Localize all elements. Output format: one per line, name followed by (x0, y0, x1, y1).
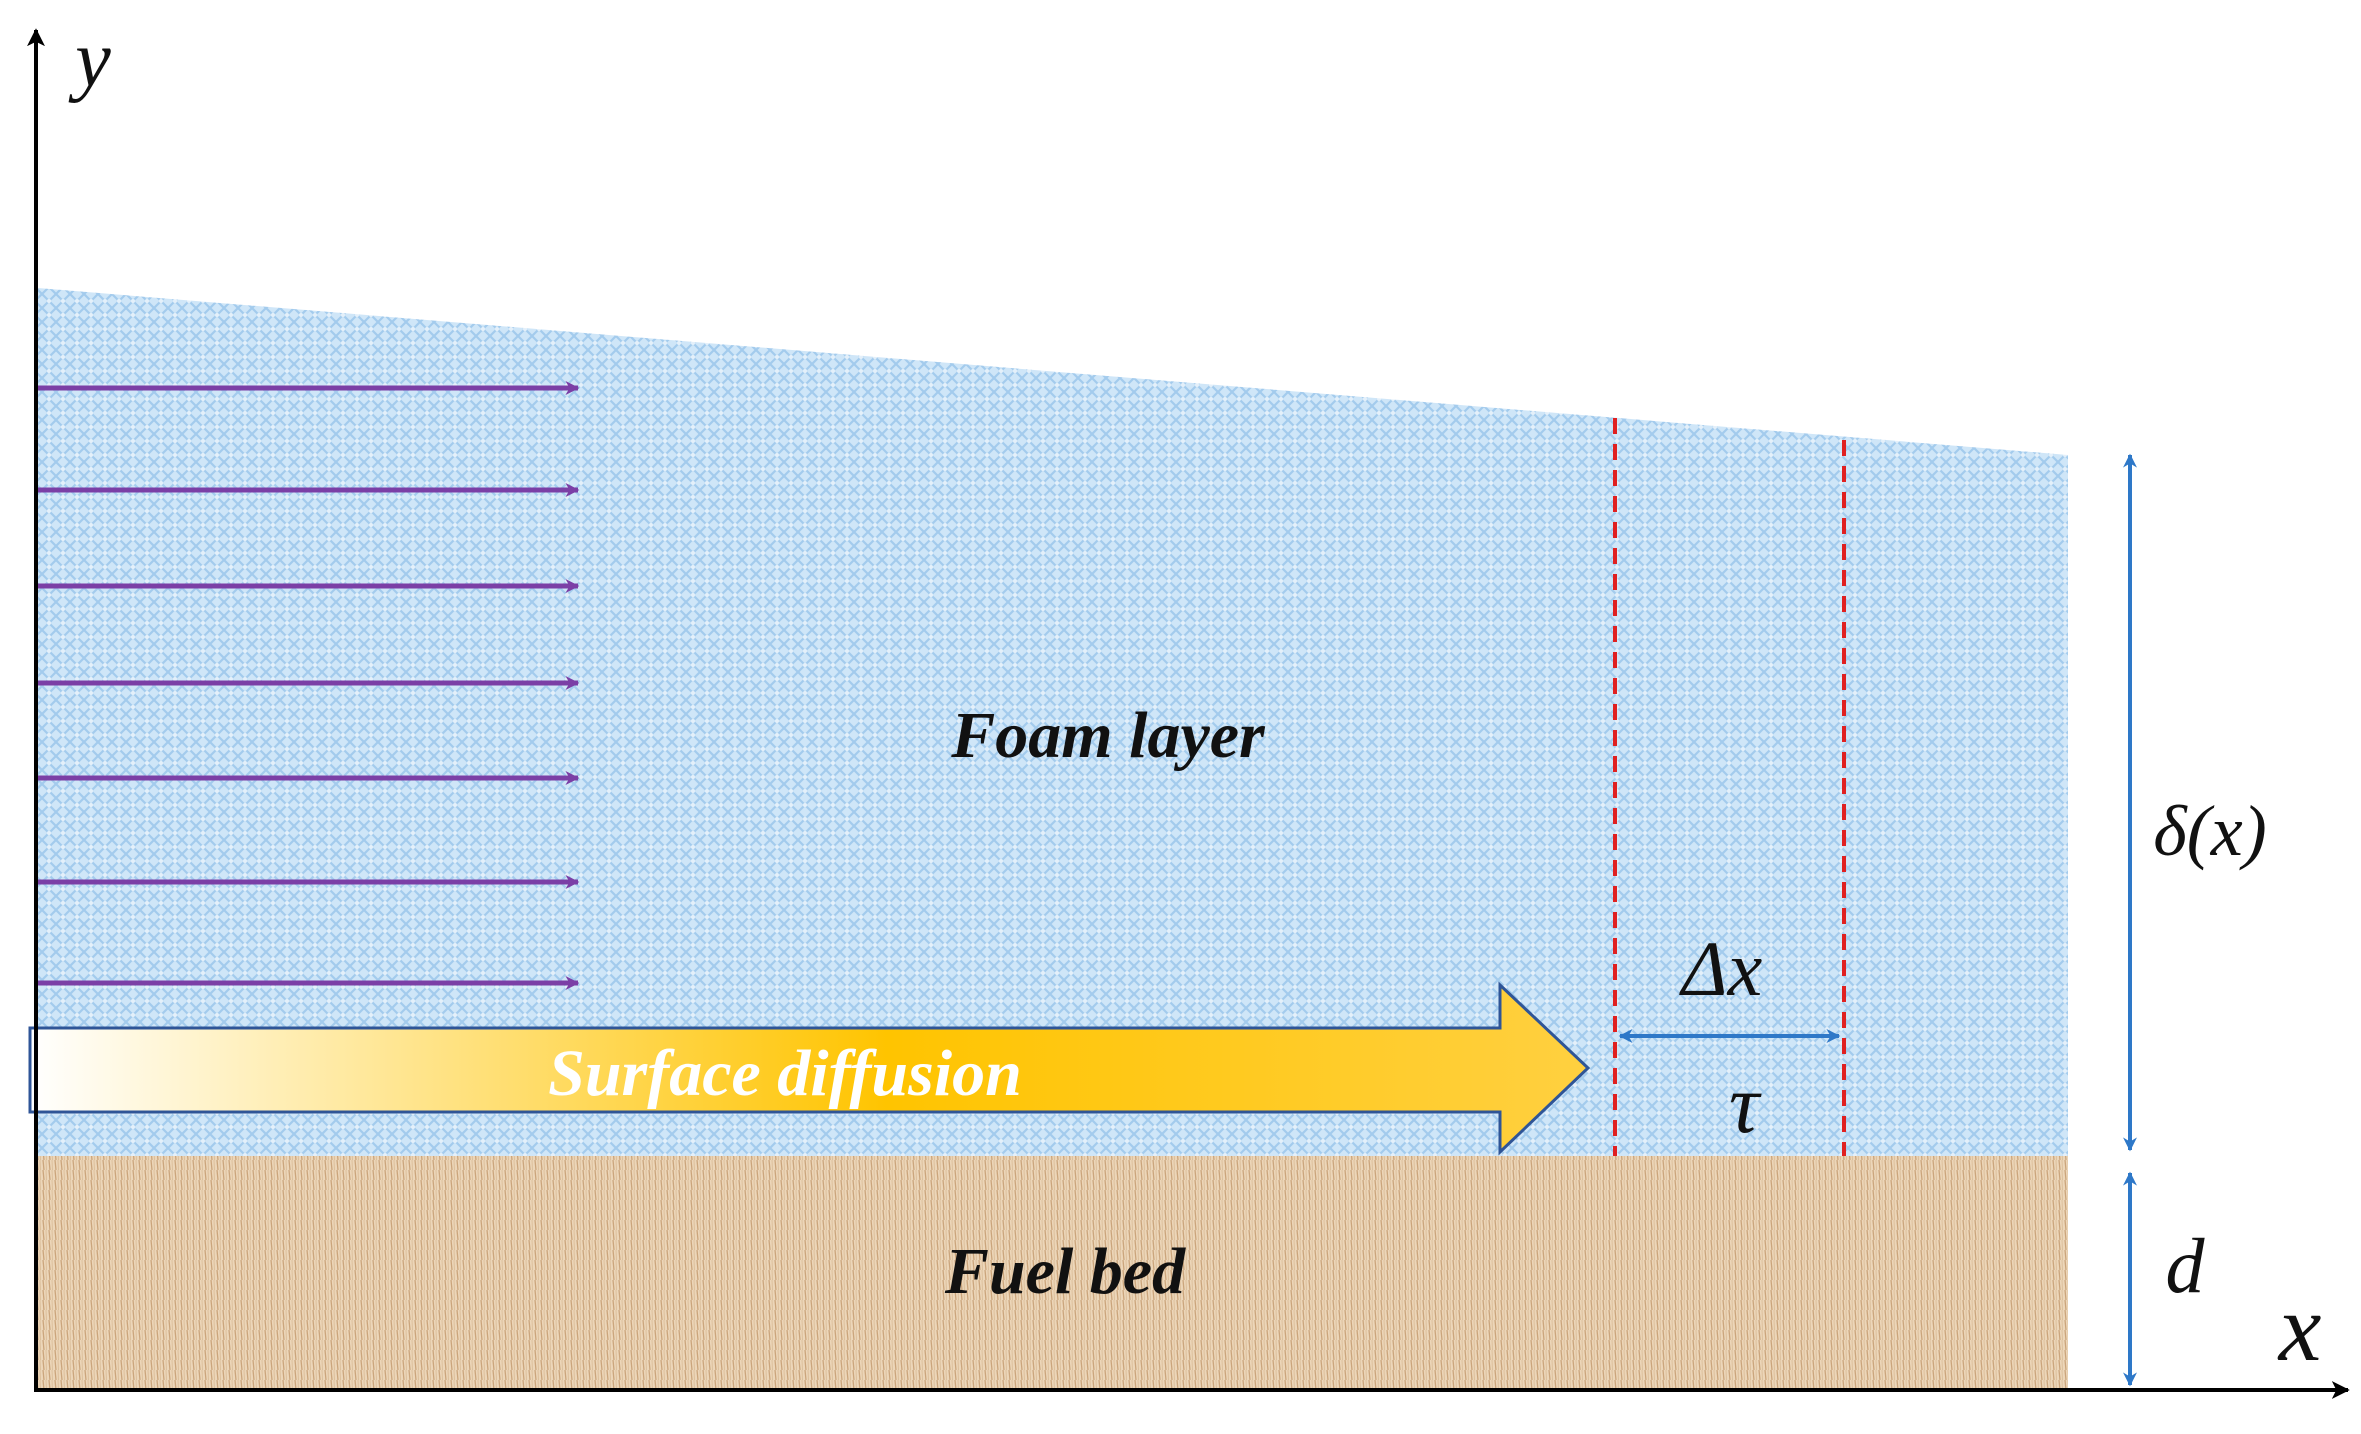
d-label: d (2166, 1222, 2206, 1309)
delta-x-label: Δx (1679, 925, 1763, 1012)
velocity-arrows (38, 381, 580, 990)
surface-diffusion-label: Surface diffusion (548, 1037, 1022, 1110)
surface-diffusion-arrow (28, 981, 1591, 1156)
y-axis-label: y (68, 16, 111, 104)
foam-layer-region (38, 288, 2068, 1156)
foam-layer-label: Foam layer (950, 699, 1266, 772)
delta-of-x-label: δ(x) (2153, 791, 2266, 871)
fuel-bed-label: Fuel bed (944, 1235, 1186, 1308)
x-axis-label: x (2277, 1274, 2322, 1381)
fuel-bed-region (38, 1156, 2068, 1388)
tau-label: τ (1729, 1058, 1762, 1151)
